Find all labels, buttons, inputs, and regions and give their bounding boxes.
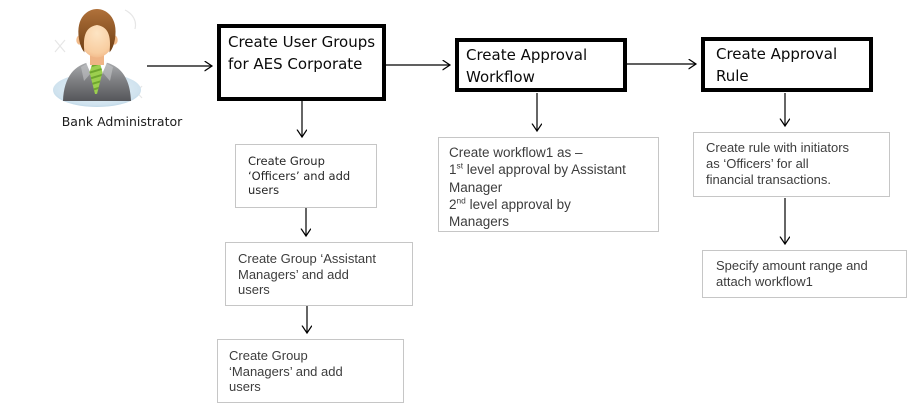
note-line: as ‘Officers’ for all — [706, 156, 809, 171]
step-title-line: for AES Corporate — [228, 54, 363, 73]
note-line: Create workflow1 as – — [449, 145, 583, 160]
note-line: Specify amount range and — [716, 258, 868, 273]
note-create-rule-initiators: Create rule with initiators as ‘Officers… — [693, 132, 890, 197]
ordinal-suffix: nd — [456, 195, 466, 206]
step-title-line: Create Approval — [716, 45, 838, 63]
flow-node-create-approval-rule: Create Approval Rule — [701, 37, 873, 92]
note-line: users — [248, 183, 280, 197]
note-line: ‘Managers’ and add — [229, 363, 343, 379]
flow-node-create-user-groups: Create User Groups for AES Corporate — [217, 24, 386, 101]
flow-node-create-approval-workflow: Create Approval Workflow — [455, 38, 627, 92]
note-line: Managers’ and add — [238, 266, 349, 282]
note-line: Create Group ‘Assistant — [238, 251, 377, 266]
note-line: users — [229, 379, 261, 394]
step-title-line: Create Approval — [466, 46, 588, 64]
bank-administrator-avatar-icon — [53, 9, 143, 107]
note-line: Create rule with initiators — [706, 140, 850, 155]
note-line: attach workflow1 — [716, 273, 813, 289]
step-title-line: Create User Groups — [228, 33, 376, 51]
actor-label: Bank Administrator — [61, 114, 183, 129]
note-line: ‘Officers’ and add — [248, 168, 351, 183]
note-line: Managers — [449, 214, 510, 230]
note-line: 2nd level approval by — [449, 195, 571, 212]
ordinal-suffix: st — [456, 160, 464, 171]
note-create-group-officers: Create Group ‘Officers’ and add users — [235, 144, 377, 208]
note-specify-amount-range: Specify amount range and attach workflow… — [702, 250, 907, 298]
note-line: Manager — [449, 179, 503, 195]
note-line: financial transactions. — [706, 172, 832, 187]
step-title-line: Workflow — [466, 67, 535, 86]
note-line: 1st level approval by Assistant — [449, 160, 626, 178]
note-create-group-assistant-managers: Create Group ‘Assistant Managers’ and ad… — [225, 242, 413, 306]
step-title-line: Rule — [716, 66, 749, 85]
note-create-group-managers: Create Group ‘Managers’ and add users — [217, 339, 404, 403]
note-line: users — [238, 282, 270, 297]
note-create-workflow1: Create workflow1 as – 1st level approval… — [438, 137, 659, 232]
note-line: Create Group — [248, 154, 325, 168]
note-line: Create Group — [229, 348, 308, 363]
avatar-hair — [78, 9, 116, 53]
